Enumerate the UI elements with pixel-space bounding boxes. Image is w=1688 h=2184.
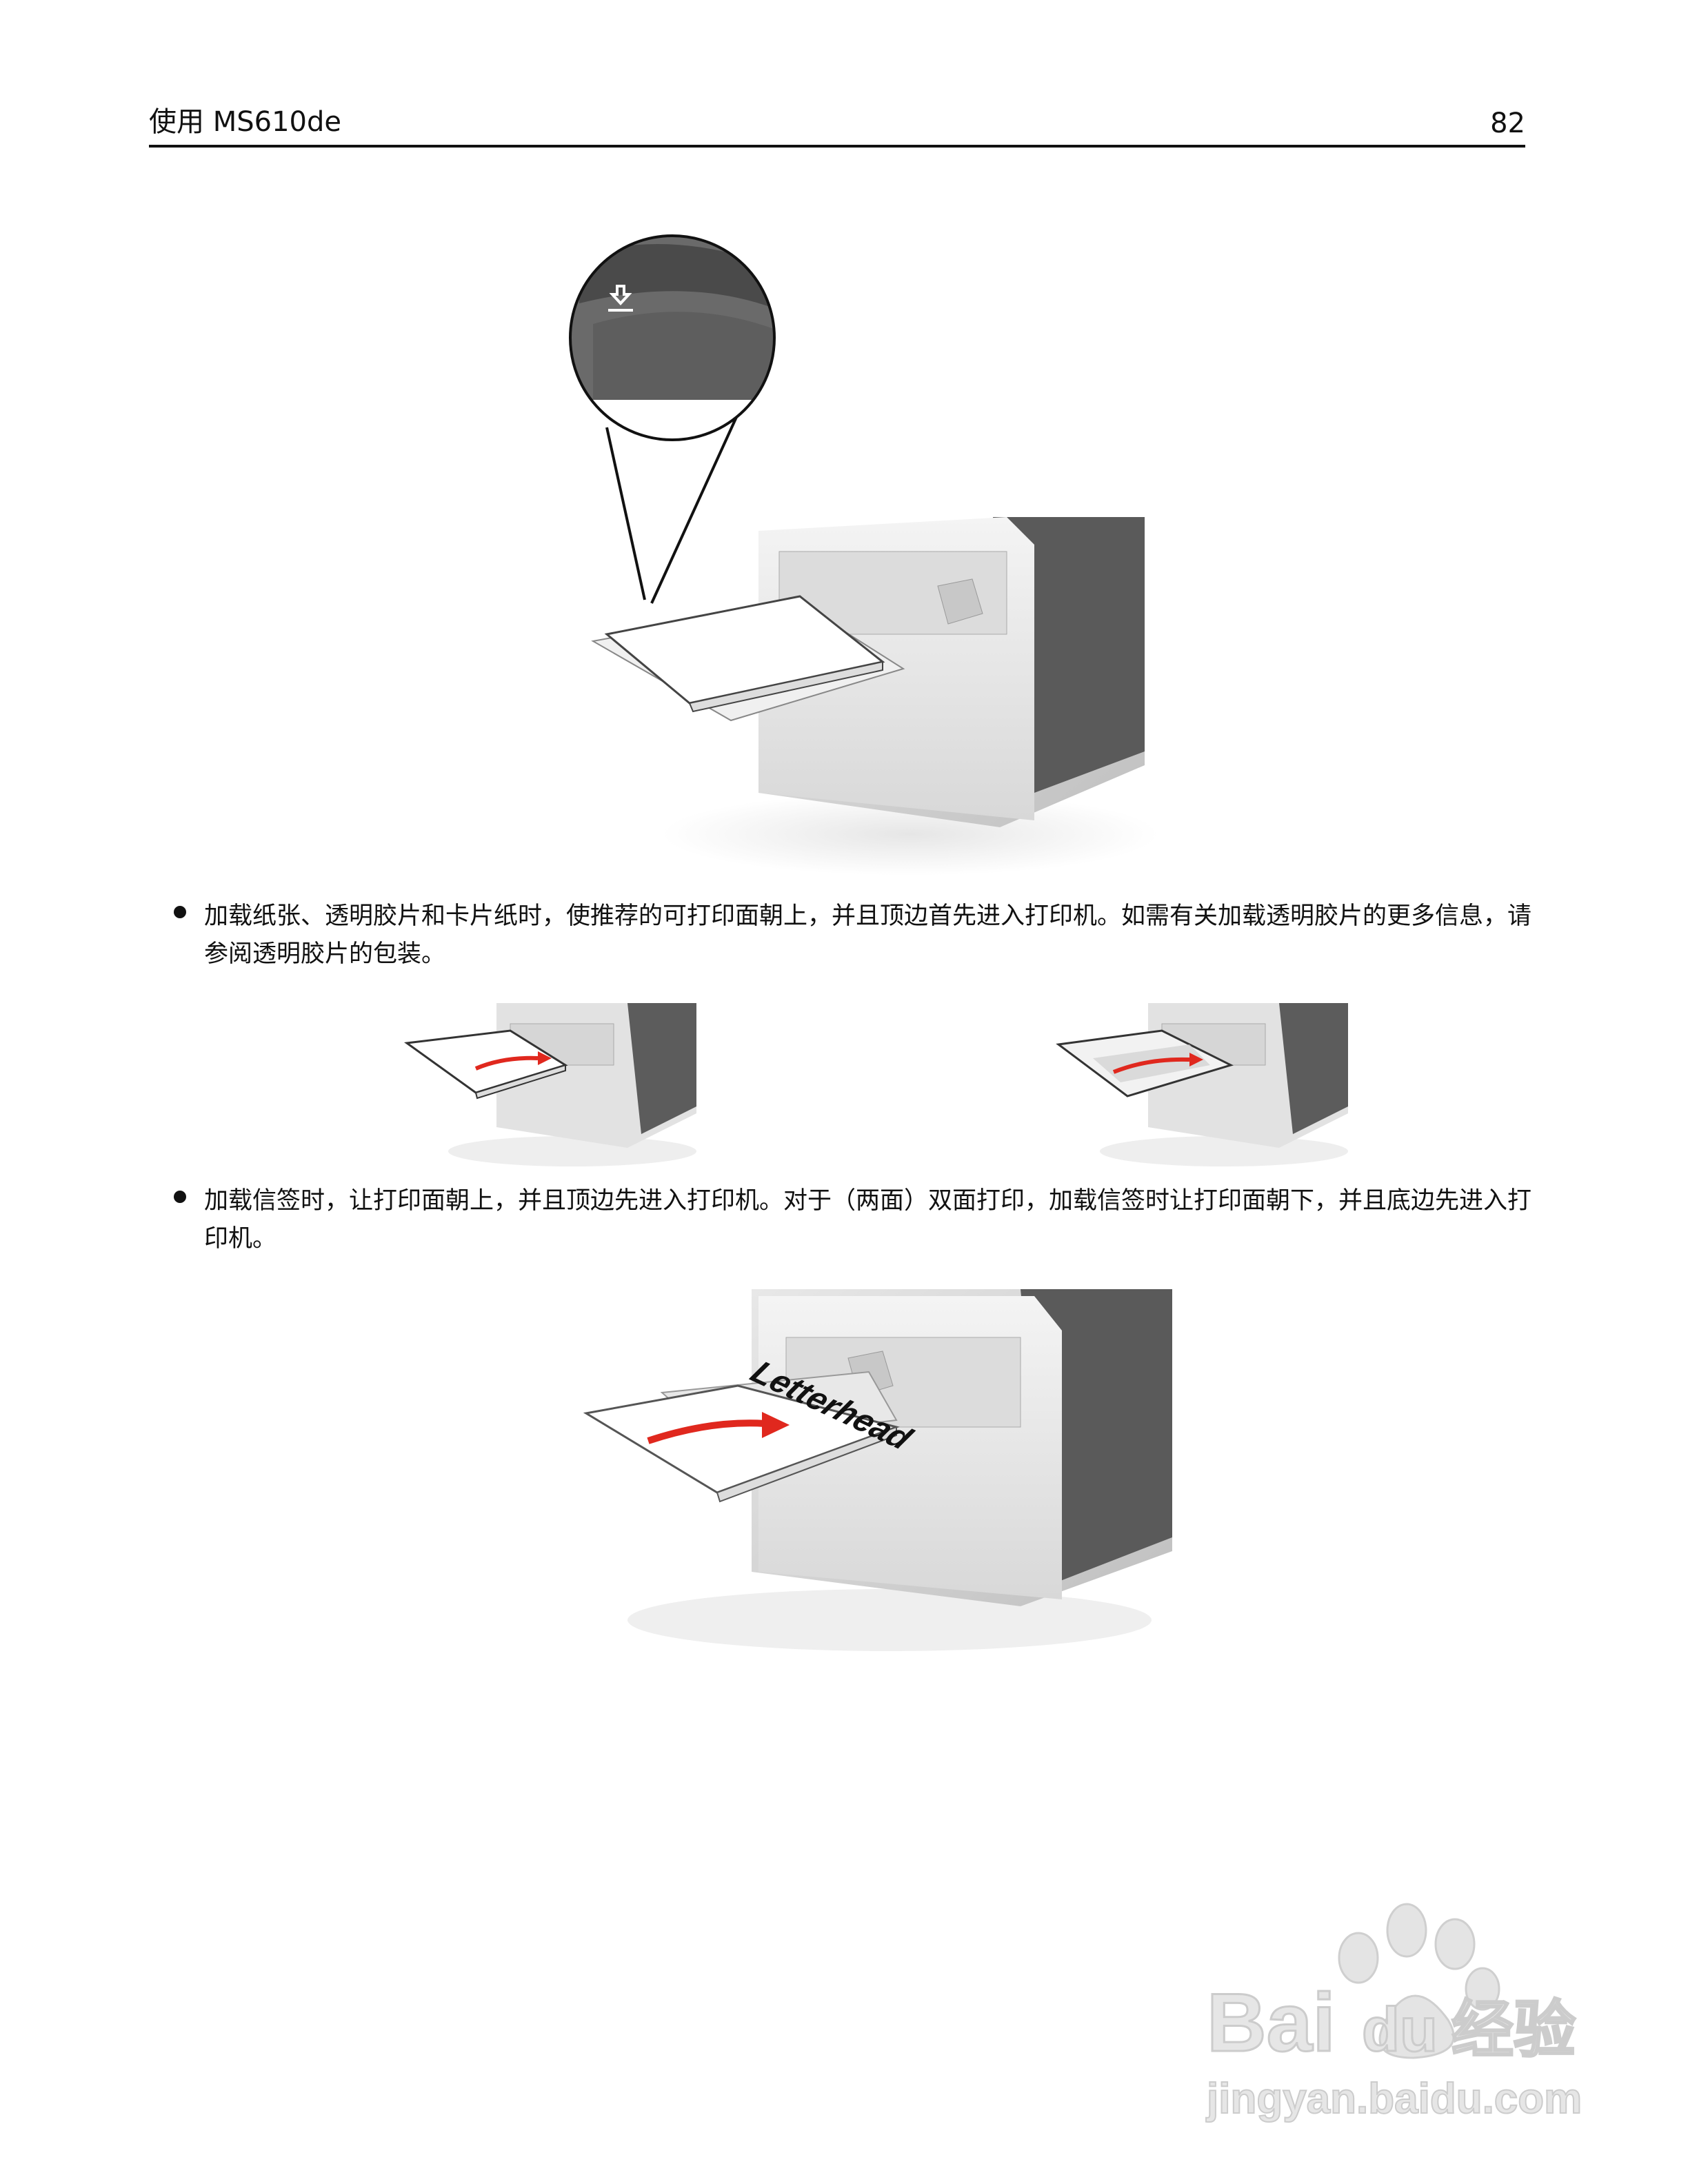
bullet-item: 加载信签时，让打印面朝上，并且顶边先进入打印机。对于（两面）双面打印，加载信签时…: [174, 1182, 1532, 1258]
paw-logo-icon: [1338, 1903, 1500, 2059]
watermark-brand-2: du: [1362, 1996, 1438, 2065]
bullet-text: 加载纸张、透明胶片和卡片纸时，使推荐的可打印面朝上，并且顶边首先进入打印机。如需…: [204, 902, 1532, 968]
watermark-url: jingyan.baidu.com: [1206, 2075, 1582, 2123]
page-number: 82: [1490, 108, 1525, 139]
watermark-brand-cn: 经验: [1451, 1994, 1576, 2066]
transparency-loading-figure: [1056, 1003, 1348, 1166]
header-title: 使用 MS610de: [149, 106, 341, 138]
bullet-icon: [174, 1191, 186, 1203]
watermark-brand-1: Bai: [1207, 1976, 1336, 2069]
bullet-item: 加载纸张、透明胶片和卡片纸时，使推荐的可打印面朝上，并且顶边首先进入打印机。如需…: [174, 898, 1532, 973]
bullet-icon: [174, 906, 186, 918]
paper-loading-figure: [404, 1003, 696, 1166]
bullet-text: 加载信签时，让打印面朝上，并且顶边先进入打印机。对于（两面）双面打印，加载信签时…: [204, 1187, 1532, 1253]
baidu-watermark: Bai du 经验 jingyan.baidu.com: [1179, 1875, 1586, 2144]
page-header: 使用 MS610de 82: [149, 103, 1525, 148]
printer-callout-figure: [569, 234, 1158, 876]
letterhead-loading-figure: Letterhead: [583, 1289, 1172, 1651]
